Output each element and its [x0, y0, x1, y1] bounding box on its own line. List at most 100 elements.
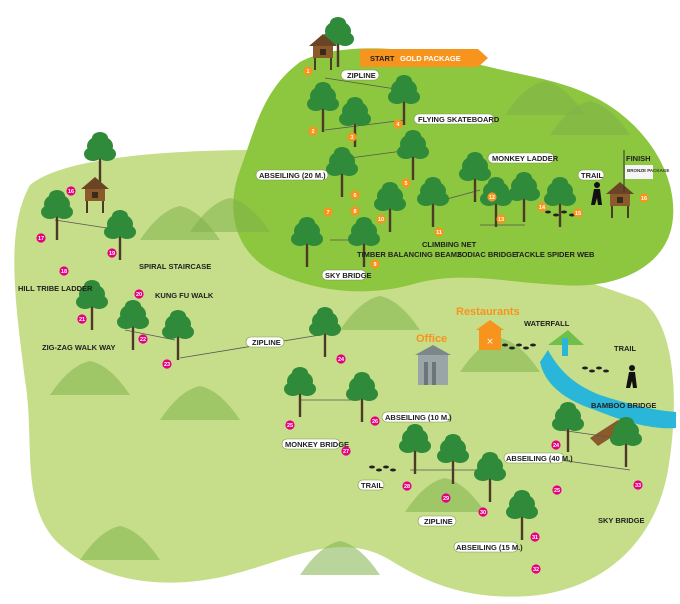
kung-fu-label: KUNG FU WALK	[155, 291, 214, 300]
station-badge-23	[162, 359, 172, 369]
station-number: 16	[68, 189, 74, 195]
station-badge-22	[138, 334, 148, 344]
station-badge-16	[639, 193, 649, 203]
station-badge-31	[530, 532, 540, 542]
activity-labels: ZIPLINE FLYING SKATEBOARD MONKEY LADDER …	[18, 69, 656, 553]
station-number: 25	[554, 488, 560, 494]
gold-package-label: GOLD PACKAGE	[400, 54, 461, 63]
station-number: 20	[136, 292, 142, 298]
hiker-icons	[591, 182, 637, 388]
station-number: 32	[533, 567, 539, 573]
station-number: 4	[396, 122, 400, 128]
waterfall-label: WATERFALL	[524, 319, 570, 328]
restaurants-label: Restaurants	[456, 306, 520, 318]
monkey-bridge-label: MONKEY BRIDGE	[285, 440, 349, 449]
station-badge-11	[434, 227, 444, 237]
hill-tribe-label: HILL TRIBE LADDER	[18, 284, 93, 293]
station-number: 33	[635, 483, 641, 489]
abseiling-15-label: ABSEILING (15 M.)	[456, 543, 523, 552]
station-number: 9	[373, 262, 376, 268]
station-number: 24	[338, 357, 345, 363]
station-badge-17	[36, 233, 46, 243]
station-number: 6	[353, 193, 356, 199]
station-badge-24	[551, 440, 561, 450]
station-badge-16	[66, 186, 76, 196]
start-banner: START GOLD PACKAGE	[360, 49, 488, 67]
station-badge-3	[347, 132, 357, 142]
station-badge-24	[336, 354, 346, 364]
station-number: 13	[498, 217, 504, 223]
station-badge-5	[401, 178, 411, 188]
station-number: 29	[443, 496, 449, 502]
station-number: 24	[553, 443, 560, 449]
station-badge-25	[285, 420, 295, 430]
station-badge-7	[323, 207, 333, 217]
abseiling-40-label: ABSEILING (40 M.)	[506, 454, 573, 463]
zipline-bottom-label: ZIPLINE	[424, 517, 453, 526]
finish-label: FINISH	[626, 154, 651, 163]
station-number: 26	[372, 419, 378, 425]
station-badge-14	[537, 202, 547, 212]
footprints	[369, 210, 609, 472]
monkey-ladder-label: MONKEY LADDER	[492, 154, 559, 163]
station-number: 7	[326, 210, 329, 216]
station-number: 21	[79, 317, 85, 323]
zigzag-label: ZIG-ZAG WALK WAY	[42, 343, 115, 352]
station-number: 5	[404, 181, 407, 187]
station-number: 27	[343, 449, 349, 455]
climbing-net-label: CLIMBING NET	[422, 240, 477, 249]
station-badge-2	[308, 126, 318, 136]
station-badge-9	[370, 259, 380, 269]
station-number: 16	[641, 196, 647, 202]
waterfall-icon	[548, 330, 584, 345]
station-number: 11	[436, 230, 442, 236]
station-badge-25	[552, 485, 562, 495]
station-number: 15	[575, 211, 581, 217]
trail-bottom-label: TRAIL	[361, 481, 383, 490]
station-badge-4	[393, 119, 403, 129]
station-number: 10	[378, 217, 384, 223]
station-badge-13	[496, 214, 506, 224]
station-number: 28	[404, 484, 410, 490]
tackle-spider-label: TACKLE SPIDER WEB	[515, 250, 595, 259]
zipline-top-label: ZIPLINE	[347, 71, 376, 80]
zodiac-bridge-label: ZODIAC BRIDGE	[457, 250, 517, 259]
svg-text:⨯: ⨯	[486, 337, 494, 347]
station-number: 31	[532, 535, 538, 541]
river	[540, 350, 676, 429]
station-badge-33	[633, 480, 643, 490]
abseiling-20-label: ABSEILING (20 M.)	[259, 171, 326, 180]
finish-flag: FINISH BRONZE PACKAGE	[623, 150, 669, 192]
trail-right-label: TRAIL	[614, 344, 636, 353]
bronze-package-label: BRONZE PACKAGE	[627, 168, 669, 173]
office-label: Office	[416, 333, 447, 345]
station-number: 18	[61, 269, 67, 275]
station-number: 1	[306, 69, 309, 75]
station-number: 17	[38, 236, 44, 242]
station-badge-28	[402, 481, 412, 491]
station-badge-6	[350, 190, 360, 200]
station-number: 25	[287, 423, 293, 429]
station-badge-19	[107, 248, 117, 258]
station-badge-29	[441, 493, 451, 503]
station-badge-10	[376, 214, 386, 224]
station-badge-12	[487, 192, 497, 202]
station-badge-15	[573, 208, 583, 218]
station-number: 12	[489, 195, 495, 201]
restaurant-building: ⨯	[476, 320, 504, 350]
trail-top-label: TRAIL	[581, 171, 603, 180]
sky-bridge-bottom-label: SKY BRIDGE	[598, 516, 645, 525]
station-number: 3	[350, 135, 353, 141]
sky-bridge-top-label: SKY BRIDGE	[325, 271, 372, 280]
abseiling-10-label: ABSEILING (10 M.)	[385, 413, 452, 422]
station-badge-18	[59, 266, 69, 276]
station-badge-21	[77, 314, 87, 324]
timber-balancing-label: TIMBER BALANCING BEAMS	[357, 250, 462, 259]
office-building	[415, 345, 451, 385]
station-number: 14	[539, 205, 546, 211]
station-number: 23	[164, 362, 170, 368]
spiral-staircase-label: SPIRAL STAIRCASE	[139, 262, 211, 271]
flying-skateboard-label: FLYING SKATEBOARD	[418, 115, 500, 124]
